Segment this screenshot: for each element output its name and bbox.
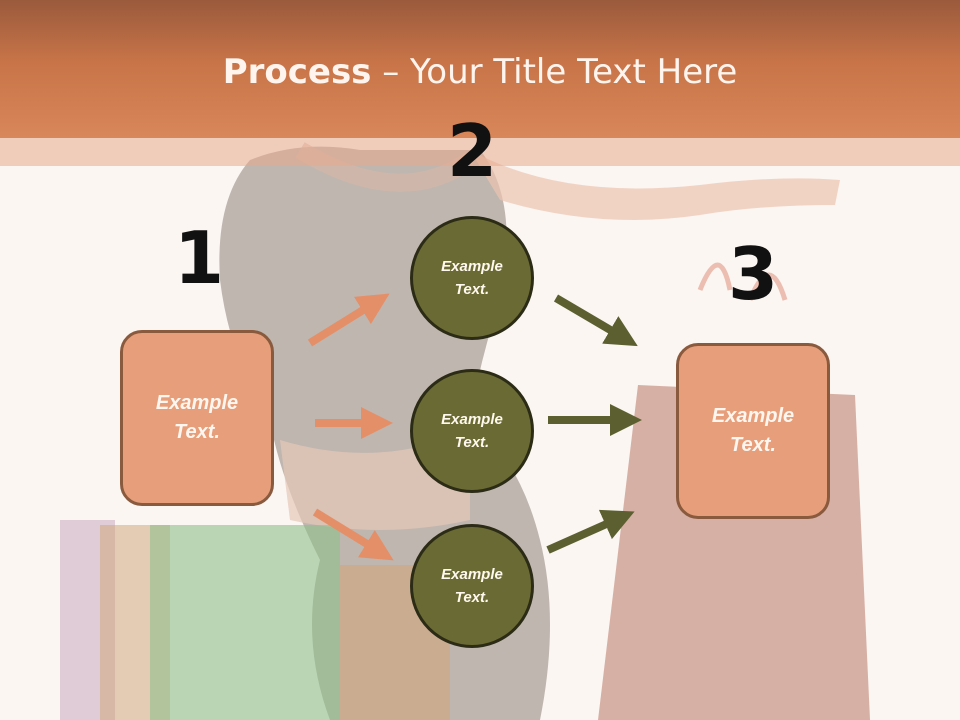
circle-middle-text: Example Text. [441, 411, 503, 451]
step-number-3: 3 [727, 232, 779, 316]
step3-box-text: Example Text. [711, 405, 795, 456]
title-bold: Process [222, 52, 372, 92]
arrow-circle-top-to-box3 [553, 294, 638, 347]
step1-box-text: Example Text. [155, 392, 239, 443]
slide-title: Process – Your Title Text Here [0, 52, 960, 92]
circle-top-text: Example Text. [441, 258, 503, 298]
step2-circle-top[interactable]: Example Text. [410, 216, 534, 340]
step2-circle-bottom[interactable]: Example Text. [410, 524, 534, 648]
step1-box[interactable]: Example Text. [120, 330, 274, 506]
title-band [0, 0, 960, 138]
arrow-circle-bottom-to-box3 [546, 509, 635, 554]
step-number-1: 1 [173, 216, 225, 300]
title-accent-strip [0, 138, 960, 166]
step-number-2: 2 [446, 109, 498, 193]
circle-bottom-text: Example Text. [441, 566, 503, 606]
arrow-box1-to-circle-top [307, 293, 390, 347]
step3-box[interactable]: Example Text. [676, 343, 830, 519]
title-rest: – Your Title Text Here [371, 52, 738, 92]
step2-circle-middle[interactable]: Example Text. [410, 369, 534, 493]
arrow-box1-to-circle-bottom [312, 508, 394, 561]
